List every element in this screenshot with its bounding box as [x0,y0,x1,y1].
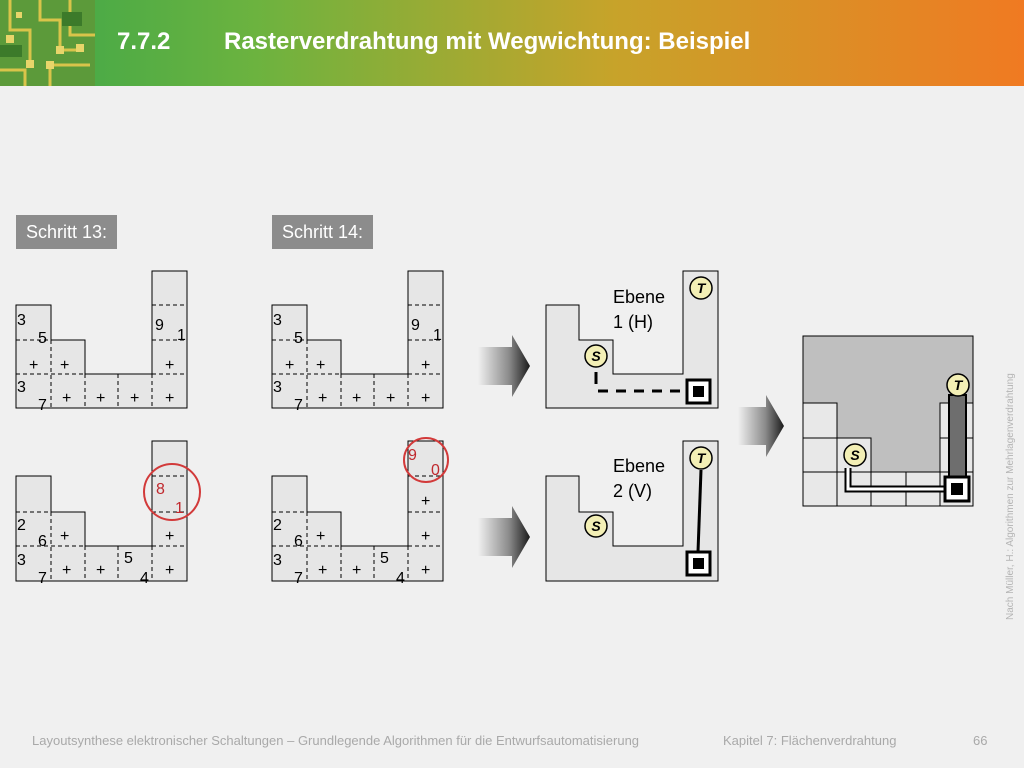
source-credit: Nach Müller, H.: Algorithmen zur Mehrlag… [1005,373,1016,620]
cell-value: 6 [294,533,303,550]
plus-mark: + [60,528,69,545]
arrow-icon [738,395,784,457]
step-13-label: Schritt 13: [16,215,118,249]
plus-mark: + [285,357,294,374]
plus-mark: + [165,562,174,579]
grid-step14-top: 3 5 9 1 + + + 3 7 + + + + [271,270,444,414]
source-label: S [591,518,601,534]
cell-value: 2 [273,517,282,534]
plus-mark: + [60,357,69,374]
cell-value: 6 [38,533,47,550]
plus-mark: + [316,528,325,545]
step-14-label: Schritt 14: [272,215,374,249]
footer-chapter: Kapitel 7: Flächenverdrahtung [723,733,897,748]
cell-value: 4 [396,570,405,587]
source-badge [843,443,867,467]
cell-value: 9 [411,317,420,334]
cell-value: 9 [155,317,164,334]
plus-mark: + [165,357,174,374]
cell-value: 3 [17,552,26,569]
plus-mark: + [316,357,325,374]
plus-mark: + [62,390,71,407]
grid-step13-top: 3 5 9 1 + + + 3 7 + + + + [15,270,188,414]
plus-mark: + [421,493,430,510]
target-label: T [697,450,707,466]
plus-mark: + [421,390,430,407]
cell-value: 5 [38,330,47,347]
plus-mark: + [352,562,361,579]
plus-mark: + [318,562,327,579]
source-badge [584,514,608,538]
plus-mark: + [421,562,430,579]
cell-value: 3 [17,379,26,396]
section-number: 7.7.2 [117,28,171,55]
layer1-subtitle: 1 (H) [613,312,653,332]
source-label: S [591,348,601,364]
cell-value: 7 [38,397,47,414]
arrow-icon [478,335,530,397]
plus-mark: + [352,390,361,407]
cell-value: 2 [17,517,26,534]
plus-mark: + [165,528,174,545]
cell-value: 1 [175,500,184,517]
cell-value: 8 [156,481,165,498]
cell-value: 5 [380,550,389,567]
grid-step13-bottom: 8 1 2 6 + + 3 7 + + 5 4 + [15,440,201,587]
layer1-title: Ebene [613,287,665,307]
cell-value: 4 [140,570,149,587]
layer2-title: Ebene [613,456,665,476]
cell-value: 3 [273,312,282,329]
grid-step14-bottom: 9 0 + 2 6 + + 3 7 + + 5 4 + [271,437,449,587]
highlight-circle [143,463,201,521]
cell-value: 3 [17,312,26,329]
plus-mark: + [421,528,430,545]
combined-result-diagram: S T [802,335,974,507]
plus-mark: + [29,357,38,374]
plus-mark: + [386,390,395,407]
cell-value: 0 [431,462,440,479]
cell-value: 7 [294,570,303,587]
layer2-subtitle: 2 (V) [613,481,652,501]
plus-mark: + [318,390,327,407]
plus-mark: + [96,390,105,407]
plus-mark: + [421,357,430,374]
cell-value: 5 [124,550,133,567]
cell-value: 3 [273,552,282,569]
circuit-board-logo [0,0,95,86]
plus-mark: + [165,390,174,407]
cell-value: 9 [408,447,417,464]
target-badge [689,446,713,470]
cell-value: 7 [38,570,47,587]
cell-value: 1 [433,327,442,344]
plus-mark: + [62,562,71,579]
cell-value: 7 [294,397,303,414]
page-number: 66 [973,733,988,748]
plus-mark: + [130,390,139,407]
plus-mark: + [96,562,105,579]
cell-value: 3 [273,379,282,396]
target-label: T [954,377,964,393]
footer-course: Layoutsynthese elektronischer Schaltunge… [32,733,640,748]
arrow-icon [478,506,530,568]
layer1-diagram: S T Ebene 1 (H) [545,270,719,409]
target-label: T [697,280,707,296]
layer2-diagram: S T Ebene 2 (V) [545,440,719,582]
target-badge [946,373,970,397]
cell-value: 5 [294,330,303,347]
title-bar: 7.7.2 Rasterverdrahtung mit Wegwichtung:… [0,0,1024,86]
cell-value: 1 [177,327,186,344]
highlight-circle [403,437,449,483]
source-badge [584,344,608,368]
target-badge [689,276,713,300]
page-title: Rasterverdrahtung mit Wegwichtung: Beisp… [224,28,751,55]
source-label: S [850,447,860,463]
